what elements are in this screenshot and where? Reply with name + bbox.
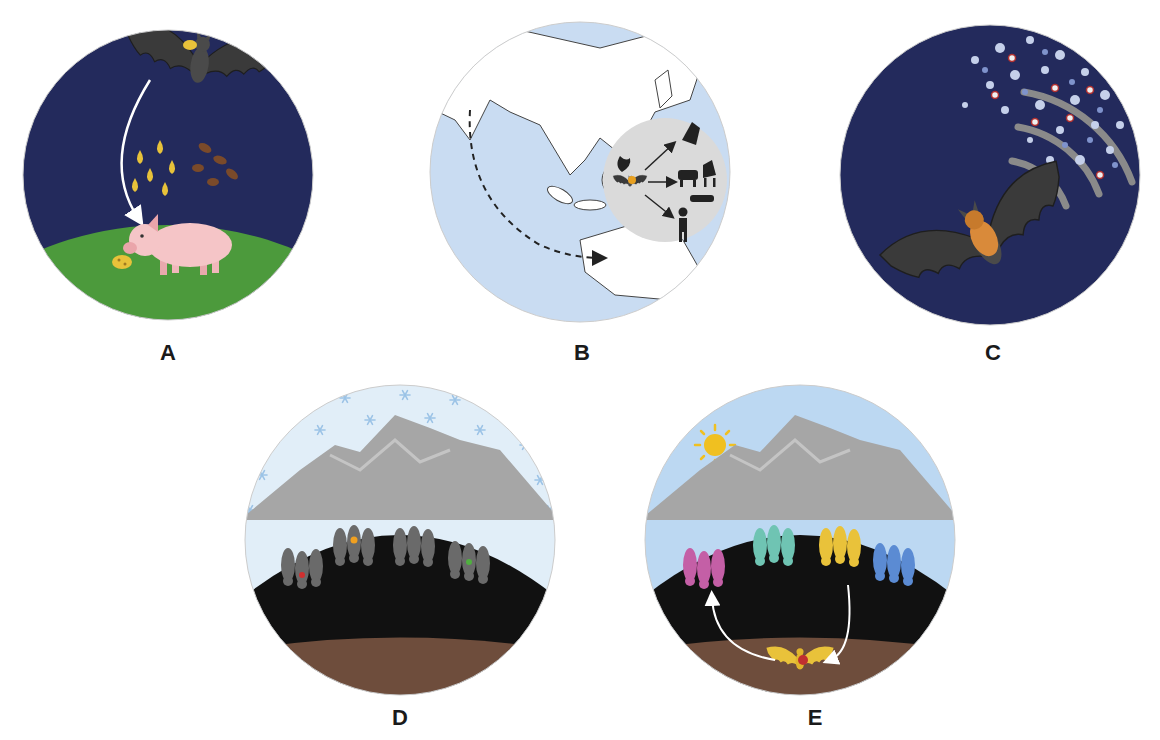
panel-d-art [240,380,560,700]
panel-letter: B [552,340,612,366]
panel-b-map [420,20,735,330]
panel-letter: D [370,705,430,731]
panel-e-art [640,380,960,700]
panel-letter: A [138,340,198,366]
panel-letter: C [963,340,1023,366]
panel-letter: E [785,705,845,731]
panel-c-art [835,20,1145,330]
